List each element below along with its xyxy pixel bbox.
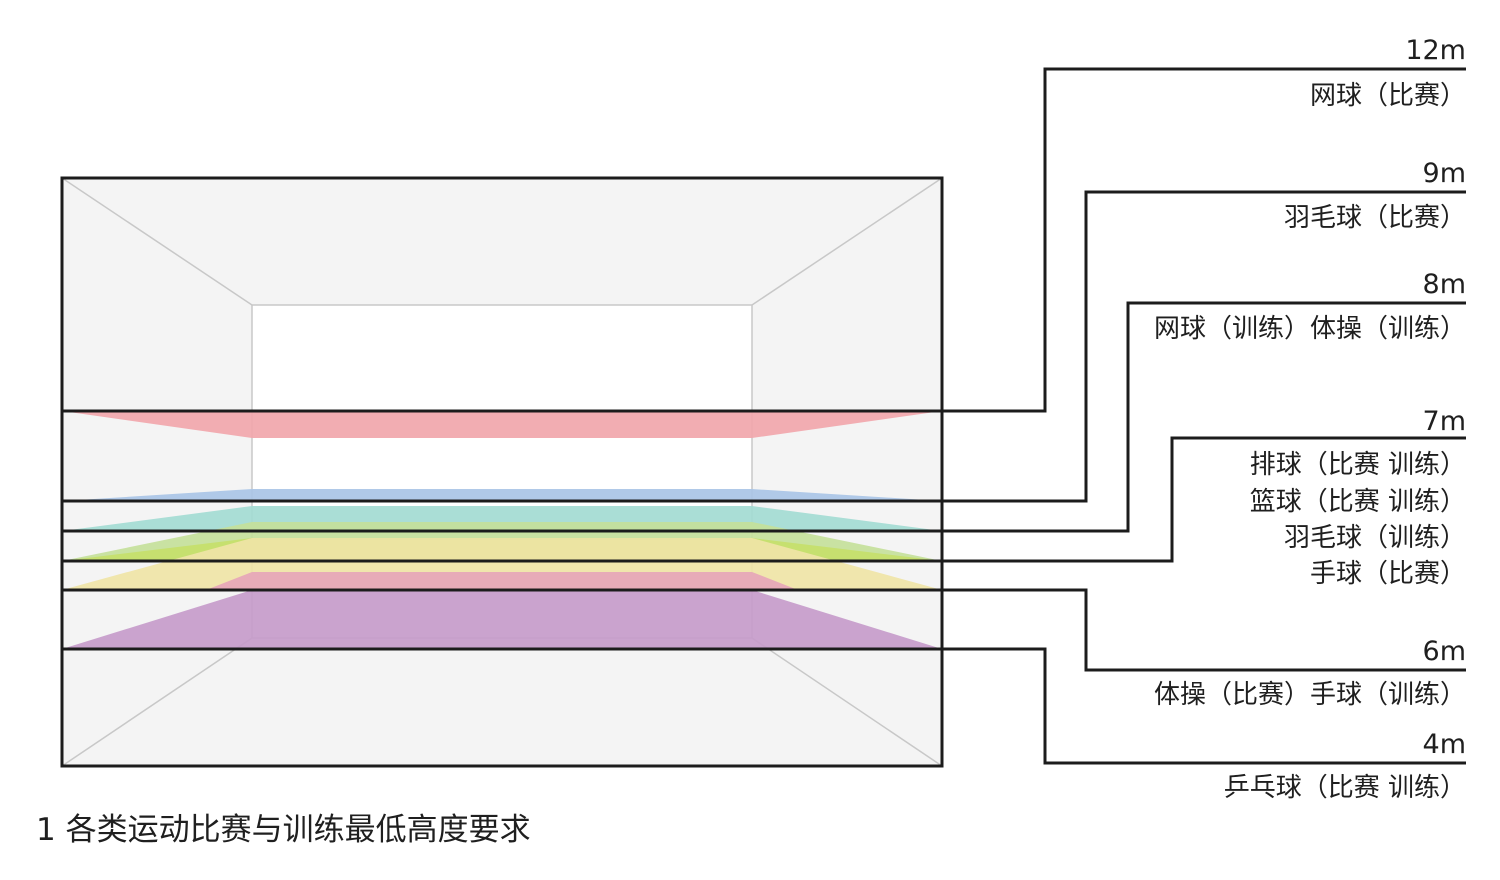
plane-4m: [62, 590, 942, 649]
plane-9m: [62, 489, 942, 501]
leader-12m: [62, 67, 1466, 413]
sport-label-4m: 乒乓球（比赛 训练）: [1224, 773, 1466, 803]
height-label-7m: 7m: [1423, 406, 1466, 437]
height-label-8m: 8m: [1423, 269, 1466, 300]
sport-label-12m: 网球（比赛）: [1310, 81, 1466, 111]
sport-label-9m: 羽毛球（比赛）: [1284, 203, 1466, 233]
sport-label-6m: 体操（比赛）手球（训练）: [1154, 680, 1466, 710]
sport-label-8m: 网球（训练）体操（训练）: [1154, 314, 1466, 344]
leader-9m: [62, 190, 1466, 503]
leader-7m: [62, 436, 1466, 563]
sport-label-7m-2: 篮球（比赛 训练）: [1250, 487, 1466, 517]
room-outline: [60, 176, 944, 768]
height-label-6m: 6m: [1423, 636, 1466, 667]
leader-lines: [62, 67, 1466, 765]
labels: 12m 网球（比赛） 9m 羽毛球（比赛） 8m 网球（训练）体操（训练） 7m…: [1154, 35, 1466, 803]
leader-6m: [62, 588, 1466, 672]
sport-label-7m-4: 手球（比赛）: [1310, 559, 1466, 589]
perspective-edges: [61, 177, 943, 767]
figure-caption: 1 各类运动比赛与训练最低高度要求: [36, 812, 531, 848]
height-label-12m: 12m: [1405, 35, 1466, 66]
plane-6m-inner: [206, 572, 798, 590]
sport-label-7m-3: 羽毛球（训练）: [1284, 523, 1466, 553]
height-planes: [62, 411, 942, 649]
height-label-9m: 9m: [1423, 158, 1466, 189]
leader-8m: [62, 301, 1466, 533]
plane-12m: [62, 411, 942, 438]
height-label-4m: 4m: [1423, 729, 1466, 760]
sport-label-7m-1: 排球（比赛 训练）: [1250, 450, 1466, 480]
leader-4m: [62, 647, 1466, 765]
